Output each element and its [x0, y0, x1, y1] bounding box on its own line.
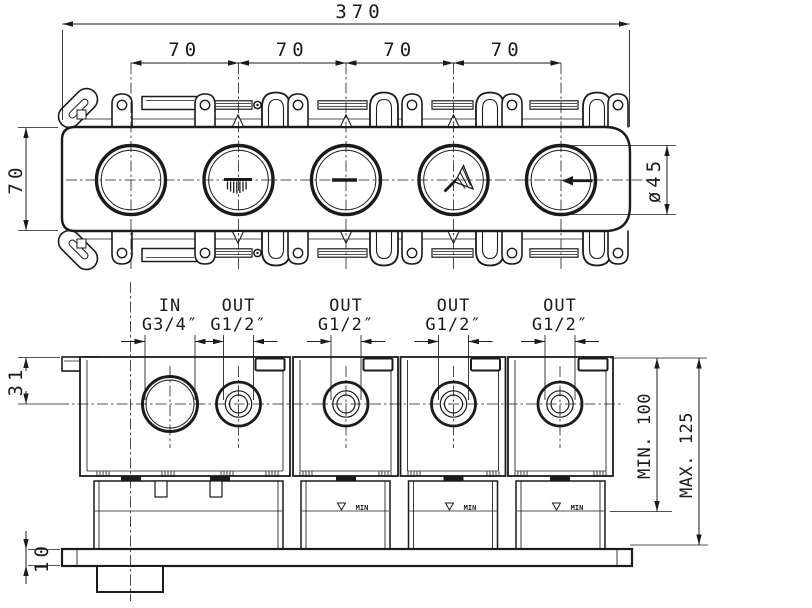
screw-ear	[194, 93, 216, 129]
mount-bosses	[121, 476, 570, 482]
dim-overall-width-value: 370	[335, 1, 384, 23]
dim-plate-thickness-value: 10	[31, 542, 53, 573]
dim-max-depth: MAX. 125	[630, 358, 708, 546]
port-label-flow-3: OUT	[329, 296, 363, 316]
dim-min-depth-value: MIN. 100	[635, 393, 655, 479]
d-loop	[369, 91, 399, 129]
dim-spacing-value-2: 70	[276, 39, 309, 61]
dim-spacing-value-4: 70	[491, 39, 524, 61]
port-dim-arrows	[121, 335, 599, 400]
mounting-bracket-top	[57, 87, 629, 129]
dim-knob-diameter: ø45	[552, 145, 676, 215]
d-loop	[582, 91, 612, 129]
port-label-thread-5: G1/2″	[532, 315, 588, 335]
port-label-flow-1: IN	[159, 296, 181, 316]
temp-arrow-icon	[562, 176, 593, 186]
port-label-thread-3: G1/2″	[318, 315, 374, 335]
corner-lug	[57, 87, 99, 129]
lower-box-4: MIN	[515, 480, 606, 550]
module-4	[507, 356, 614, 477]
port-label-thread-1: G3/4″	[142, 315, 198, 335]
port-label-thread-4: G1/2″	[425, 315, 481, 335]
port-labels: IN G3/4″ OUT G1/2″ OUT G1/2″ OUT G1/2″ O…	[142, 296, 588, 335]
screw-ear	[501, 93, 523, 129]
inlet-stub	[96, 565, 164, 593]
min-level-marker: MIN	[551, 502, 584, 512]
screw-ear	[287, 93, 309, 129]
dim-plate-height: 70	[5, 127, 58, 231]
spout-icon	[224, 178, 252, 194]
screw-ear	[401, 93, 423, 129]
dim-knob-diameter-value: ø45	[643, 157, 665, 203]
dim-spacing-value-1: 70	[168, 39, 201, 61]
top-view: 370 70 70 70 70 70	[5, 1, 676, 274]
min-level-label: MIN	[571, 504, 584, 512]
lower-box-3: MIN	[407, 480, 499, 550]
handshower-icon	[443, 163, 475, 193]
min-level-label: MIN	[356, 504, 369, 512]
d-loop	[475, 91, 505, 129]
dim-spacing-value-3: 70	[383, 39, 416, 61]
d-loop	[261, 91, 291, 129]
lower-box-2: MIN	[300, 480, 391, 550]
screw-ear	[607, 93, 629, 129]
dim-knob-spacing: 70 70 70 70	[131, 39, 561, 66]
centerlines-bottom-view	[58, 282, 624, 601]
wall-plate	[60, 547, 634, 568]
screw-ear	[111, 93, 133, 129]
dim-inlet-depth: 31	[5, 357, 60, 405]
port-label-thread-2: G1/2″	[210, 315, 266, 335]
min-level-marker: MIN	[336, 502, 369, 512]
port-label-flow-4: OUT	[437, 296, 471, 316]
centerlines-top-view	[66, 63, 650, 272]
dim-plate-height-value: 70	[5, 164, 27, 195]
bottom-view: MIN MIN MIN	[5, 282, 708, 601]
clip-bars	[214, 100, 579, 110]
lower-box-1	[93, 480, 284, 550]
min-level-marker: MIN	[444, 502, 477, 512]
min-level-label: MIN	[464, 504, 477, 512]
clip-ticks	[96, 471, 607, 476]
port-label-flow-2: OUT	[222, 296, 256, 316]
port-label-flow-5: OUT	[543, 296, 577, 316]
dim-overall-width: 370	[62, 1, 630, 127]
dim-plate-thickness: 10	[23, 531, 60, 584]
dim-min-depth: MIN. 100	[610, 357, 707, 512]
dim-max-depth-value: MAX. 125	[677, 412, 697, 498]
dim-inlet-depth-value: 31	[5, 366, 27, 397]
